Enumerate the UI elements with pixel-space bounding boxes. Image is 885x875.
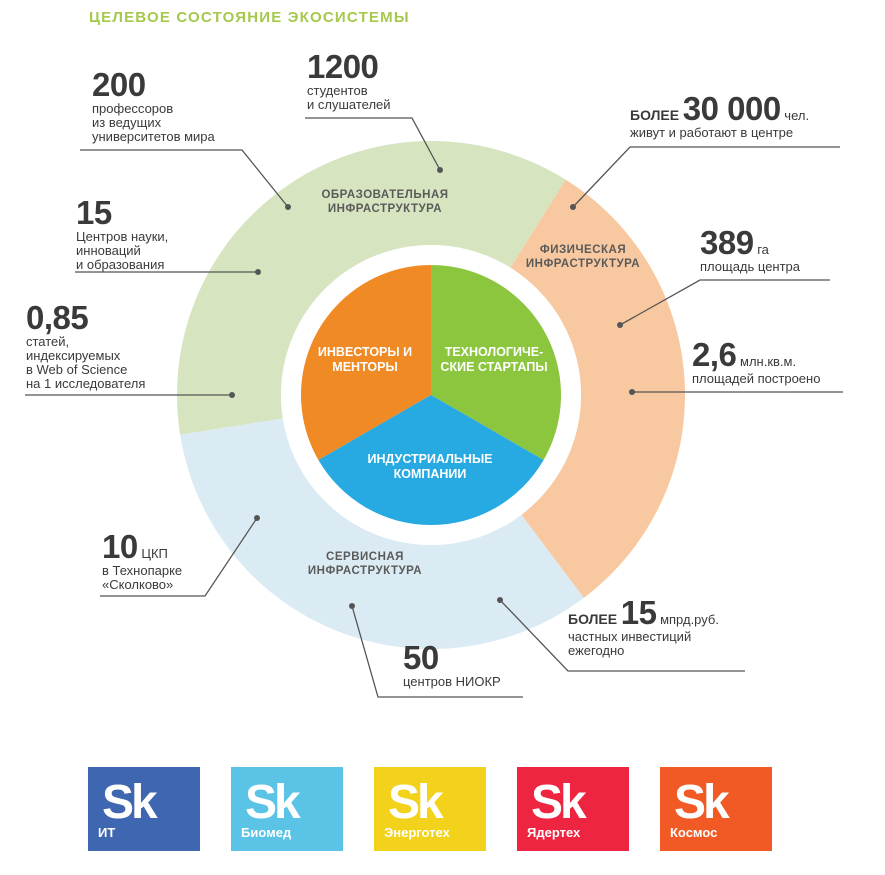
segment-label-physical: ФИЗИЧЕСКАЯ ИНФРАСТРУКТУРА (525, 244, 641, 270)
stat-professors: 200 профессоров из ведущих университетов… (92, 68, 215, 144)
stat-value: 15 (620, 594, 657, 631)
sk-mark: Sk (531, 776, 587, 829)
stat-value: 1200 (307, 48, 379, 85)
core-label-investors: ИНВЕСТОРЫ И МЕНТОРЫ (317, 345, 413, 374)
segment-label-education: ОБРАЗОВАТЕЛЬНАЯ ИНФРАСТРУКТУРА (321, 189, 449, 215)
stat-text: «Сколково» (102, 577, 174, 592)
stat-built: 2,6 млн.кв.м. площадей построено (692, 338, 820, 386)
sk-mark: Sk (245, 776, 301, 829)
callout-line-students (305, 117, 441, 171)
callout-dot (629, 389, 635, 395)
callout-line-niokr (351, 605, 523, 698)
callout-line-professors (80, 149, 289, 208)
stat-value: 30 000 (682, 90, 781, 127)
stat-text: студентов (307, 83, 368, 98)
segment-education (177, 140, 566, 435)
stat-text: профессоров (92, 101, 174, 116)
logo-it: Sk ИТ (88, 767, 200, 851)
core-investors (300, 265, 431, 460)
logo-energotech: Sk Энерготех (374, 767, 486, 851)
stat-investments: БОЛЕЕ 15 мпрд.руб. частных инвестиций еж… (568, 596, 719, 658)
sk-mark: Sk (674, 776, 730, 829)
stat-text: площадь центра (700, 259, 801, 274)
stat-text: на 1 исследователя (26, 376, 146, 391)
stat-value: 15 (76, 194, 112, 231)
logo-name: ИТ (98, 825, 116, 840)
segment-physical (510, 179, 685, 598)
stat-text: индексируемых (26, 348, 121, 363)
core-startups (431, 265, 561, 460)
core-industrial (318, 395, 544, 525)
stat-value: 50 (403, 639, 439, 676)
stat-text: из ведущих (92, 115, 162, 130)
logo-name: Космос (670, 825, 718, 840)
logo-kosmos: Sk Космос (660, 767, 772, 851)
logo-name: Энерготех (384, 825, 450, 840)
segment-service (180, 418, 584, 650)
callout-dot (497, 597, 503, 603)
stat-niokr: 50 центров НИОКР (403, 641, 501, 689)
callout-dot (255, 269, 261, 275)
logo-yadertech: Sk Ядертех (517, 767, 629, 851)
stat-text: живут и работают в центре (630, 125, 794, 140)
stat-prefix: БОЛЕЕ (568, 611, 618, 627)
stat-value: 10 (102, 528, 138, 565)
core-label-industrial: ИНДУСТРИАЛЬНЫЕ КОМПАНИИ (367, 452, 493, 481)
callout-dot (285, 204, 291, 210)
stat-text: университетов мира (92, 129, 215, 144)
callout-dot (349, 603, 355, 609)
stat-centers: 15 Центров науки, инноваций и образовани… (76, 196, 168, 272)
stat-prefix: БОЛЕЕ (630, 107, 680, 123)
core-label-startups: ТЕХНОЛОГИЧЕ- СКИЕ СТАРТАПЫ (440, 345, 548, 374)
stat-text: частных инвестиций (568, 629, 692, 644)
callout-line-people (572, 146, 840, 208)
logo-name: Ядертех (527, 825, 581, 840)
callout-line-ckp (100, 517, 258, 597)
stat-value: 0,85 (26, 299, 89, 336)
segment-label-service: СЕРВИСНАЯ ИНФРАСТРУКТУРА (307, 551, 423, 577)
stat-unit: ЦКП (141, 546, 168, 561)
stat-unit: мпрд.руб. (660, 612, 719, 627)
stat-area: 389 га площадь центра (700, 226, 800, 274)
stat-text: площадей построено (692, 371, 821, 386)
stat-text: инноваций (76, 243, 141, 258)
callout-line-area (619, 279, 830, 326)
logo-name: Биомед (241, 825, 292, 840)
callout-dot (617, 322, 623, 328)
stat-text: и слушателей (307, 97, 391, 112)
sk-mark: Sk (102, 776, 158, 829)
stat-people: БОЛЕЕ 30 000 чел. живут и работают в цен… (630, 92, 809, 140)
stat-text: в Технопарке (102, 563, 183, 578)
stat-text: в Web of Science (26, 362, 128, 377)
callout-line-investments (499, 599, 745, 672)
stat-text: центров НИОКР (403, 674, 501, 689)
stat-students: 1200 студентов и слушателей (307, 50, 391, 112)
page-title: ЦЕЛЕВОЕ СОСТОЯНИЕ ЭКОСИСТЕМЫ (89, 9, 410, 26)
stat-ckp: 10 ЦКП в Технопарке «Сколково» (102, 530, 182, 592)
stat-value: 2,6 (692, 336, 737, 373)
callout-dot (437, 167, 443, 173)
callout-dot (229, 392, 235, 398)
stat-unit: млн.кв.м. (740, 354, 797, 369)
logo-biomed: Sk Биомед (231, 767, 343, 851)
callout-dot (570, 204, 576, 210)
stat-text: и образования (76, 257, 165, 272)
stat-value: 389 (700, 224, 754, 261)
stat-text: статей, (26, 334, 70, 349)
stat-articles: 0,85 статей, индексируемых в Web of Scie… (26, 301, 145, 391)
sk-mark: Sk (388, 776, 444, 829)
stat-unit: га (757, 242, 769, 257)
callout-dot (254, 515, 260, 521)
stat-unit: чел. (784, 108, 810, 123)
stat-text: ежегодно (568, 643, 625, 658)
stat-text: Центров науки, (76, 229, 169, 244)
stat-value: 200 (92, 66, 146, 103)
